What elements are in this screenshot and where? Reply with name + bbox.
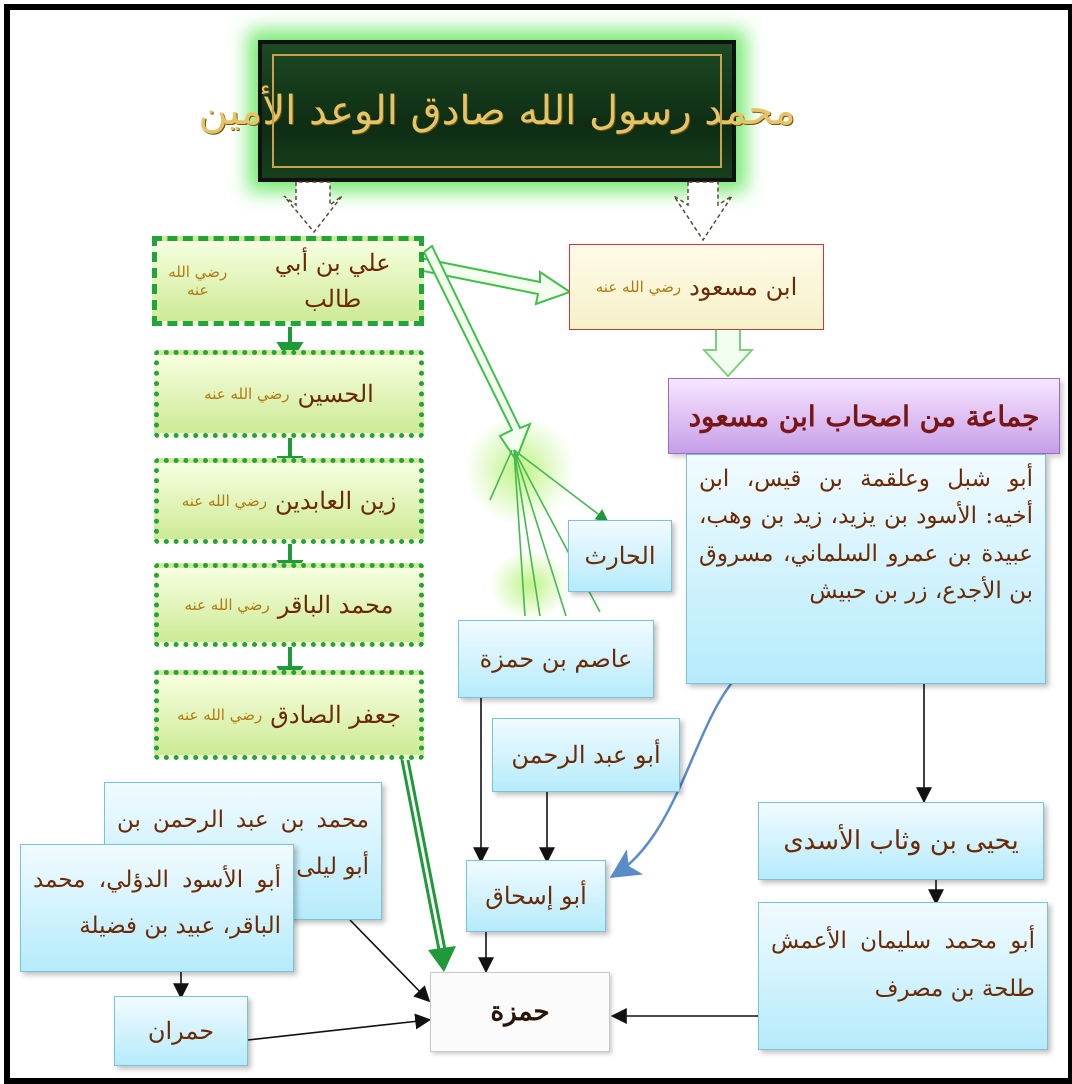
banner-arrow-left: [283, 181, 343, 234]
node-yahya: يحيى بن وثاب الأسدى: [758, 802, 1044, 880]
node-amash-label: أبو محمد سليمان الأعمش طلحة بن مصرف: [771, 928, 1035, 1003]
node-abu-abd-label: أبو عبد الرحمن: [511, 741, 661, 769]
node-husayn-label: الحسين: [297, 380, 374, 408]
honorific-icon: رضي الله عنه: [595, 278, 682, 296]
node-harith-label: الحارث: [584, 542, 656, 570]
node-yahya-label: يحيى بن وثاب الأسدى: [783, 825, 1019, 856]
node-asim: عاصم بن حمزة: [458, 620, 654, 698]
node-zayn: زين العابدين رضي الله عنه: [154, 458, 424, 544]
node-hamza-label: حمزة: [490, 997, 550, 1027]
node-abu-aswad: أبو الأسود الدؤلي، محمد الباقر، عبيد بن …: [20, 844, 294, 972]
node-ali-label: علي بن أبي طالب: [274, 249, 391, 313]
node-abu-abd-al-rahman: أبو عبد الرحمن: [492, 718, 680, 792]
fan-glow-lower: [490, 550, 570, 620]
honorific-icon: رضي الله عنه: [181, 492, 268, 510]
node-ibn-masud: ابن مسعود رضي الله عنه: [569, 244, 824, 330]
node-hamza: حمزة: [430, 972, 610, 1052]
black-connectors: [173, 684, 944, 1041]
node-jafar: جعفر الصادق رضي الله عنه: [154, 670, 424, 760]
node-abu-ishaq-label: أبو إسحاق: [485, 882, 587, 910]
node-husayn: الحسين رضي الله عنه: [154, 350, 424, 438]
node-group-members: أبو شبل وعلقمة بن قيس، ابن أخيه: الأسود …: [686, 454, 1046, 684]
honorific-icon: رضي الله عنه: [184, 596, 270, 614]
node-ibn-abi-layla-label: محمد بن عبد الرحمن بن أبو ليلى: [117, 807, 369, 881]
node-harith: الحارث: [568, 520, 672, 592]
outer-frame: [4, 4, 1072, 1084]
banner-arrow-right: [673, 181, 733, 242]
node-amash: أبو محمد سليمان الأعمش طلحة بن مصرف: [758, 902, 1048, 1050]
group-members-text: أبو شبل وعلقمة بن قيس، ابن أخيه: الأسود …: [699, 466, 1033, 604]
node-jafar-label: جعفر الصادق: [270, 701, 402, 729]
group-header: جماعة من اصحاب ابن مسعود: [668, 378, 1060, 454]
node-ali: علي بن أبي طالب رضي الله عنه: [152, 236, 424, 326]
banner-inner-border: [272, 54, 722, 168]
node-asim-label: عاصم بن حمزة: [479, 645, 633, 673]
honorific-icon: رضي الله عنه: [168, 263, 228, 299]
honorific-icon: رضي الله عنه: [176, 706, 263, 724]
node-humran-label: حمران: [147, 1017, 215, 1045]
calligraphy-banner: محمد رسول الله صادق الوعد الأمين: [198, 40, 796, 182]
node-ibn-masud-label: ابن مسعود: [689, 273, 798, 301]
jafar-to-hamza-arrow: [400, 759, 456, 972]
node-zayn-label: زين العابدين: [275, 487, 397, 515]
node-baqir-label: محمد الباقر: [277, 591, 394, 619]
ali-to-fan-arrow: [422, 244, 532, 463]
banner-calligraphy: محمد رسول الله صادق الوعد الأمين: [198, 88, 796, 134]
node-abu-ishaq: أبو إسحاق: [466, 860, 606, 932]
node-abu-aswad-label: أبو الأسود الدؤلي، محمد الباقر، عبيد بن …: [33, 867, 281, 939]
node-baqir: محمد الباقر رضي الله عنه: [154, 563, 424, 647]
node-humran: حمران: [114, 996, 248, 1066]
group-header-label: جماعة من اصحاب ابن مسعود: [688, 399, 1040, 433]
honorific-icon: رضي الله عنه: [204, 385, 290, 403]
